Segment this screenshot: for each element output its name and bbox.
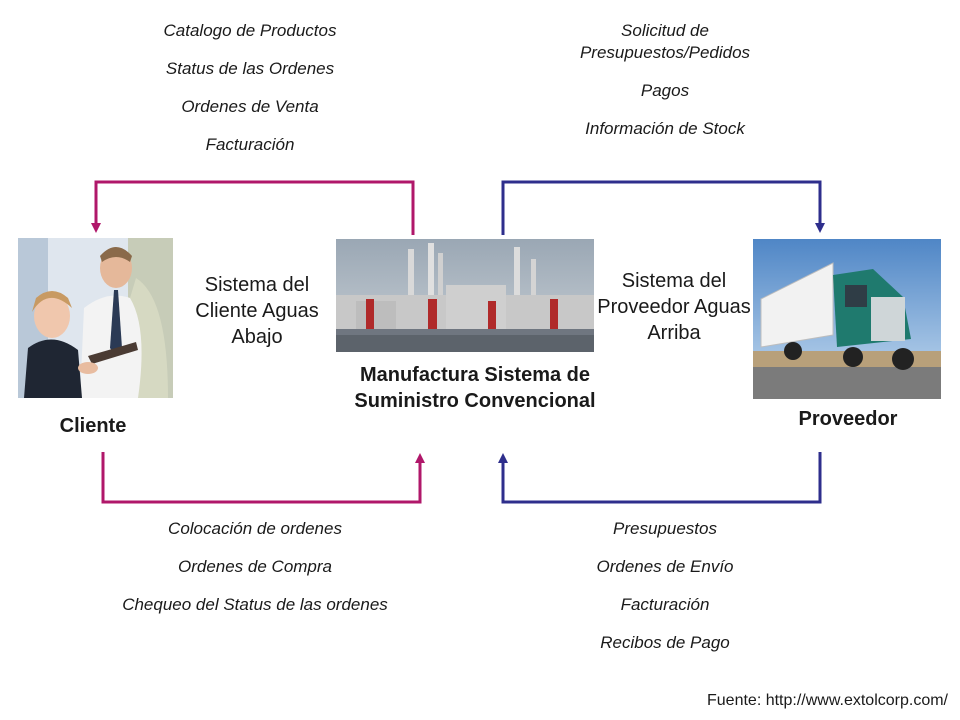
list-item: Facturación bbox=[205, 135, 295, 154]
top-left-list: Catalogo de Productos Status de las Orde… bbox=[120, 20, 380, 172]
list-item: Catalogo de Productos bbox=[163, 21, 337, 40]
list-item: Colocación de ordenes bbox=[168, 519, 342, 538]
factory-photo bbox=[336, 239, 594, 352]
bottom-right-list: Presupuestos Ordenes de Envío Facturació… bbox=[545, 518, 785, 670]
customer-photo bbox=[18, 238, 173, 398]
list-item: Ordenes de Compra bbox=[177, 557, 333, 576]
supplier-system-label: Sistema del Proveedor Aguas Arriba bbox=[597, 270, 751, 344]
arrow-bottom-left bbox=[101, 452, 425, 504]
list-item: Chequeo del Status de las ordenes bbox=[122, 595, 388, 614]
customer-system-label: Sistema del Cliente Aguas Abajo bbox=[195, 274, 319, 348]
list-item: Información de Stock bbox=[585, 119, 745, 138]
list-item: Solicitud de Presupuestos/Pedidos bbox=[579, 21, 751, 62]
proveedor-label: Proveedor bbox=[798, 408, 898, 430]
arrow-bottom-right bbox=[498, 452, 822, 504]
list-item: Presupuestos bbox=[613, 519, 717, 538]
truck-photo bbox=[753, 239, 941, 399]
top-right-list: Solicitud de Presupuestos/Pedidos Pagos … bbox=[545, 20, 785, 156]
arrow-top-right bbox=[501, 180, 825, 235]
arrow-top-left bbox=[91, 180, 415, 235]
manufacturing-label: Manufactura Sistema de Suministro Conven… bbox=[354, 364, 596, 412]
list-item: Facturación bbox=[620, 595, 710, 614]
list-item: Recibos de Pago bbox=[600, 633, 730, 652]
list-item: Ordenes de Venta bbox=[181, 97, 319, 116]
cliente-label: Cliente bbox=[59, 415, 127, 437]
source-label: Fuente: http://www.extolcorp.com/ bbox=[707, 692, 948, 709]
bottom-left-list: Colocación de ordenes Ordenes de Compra … bbox=[116, 518, 394, 632]
list-item: Ordenes de Envío bbox=[596, 557, 734, 576]
list-item: Status de las Ordenes bbox=[165, 59, 335, 78]
list-item: Pagos bbox=[640, 81, 690, 100]
